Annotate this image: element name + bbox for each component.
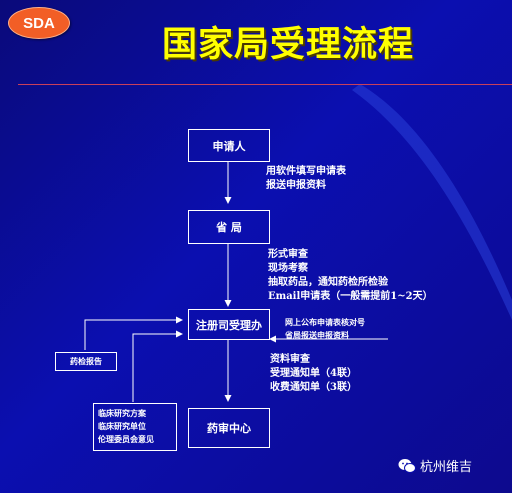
page-title: 国家局受理流程 (162, 25, 415, 65)
arrow-clinical-to-registration (132, 330, 183, 402)
box-drug-test-report-label: 药检报告 (70, 356, 102, 366)
clinical-docs-list: 临床研究方案 临床研究单位 伦理委员会意见 (98, 407, 154, 446)
box-drug-test-report: 药检报告 (55, 352, 117, 371)
clinical-line-2: 临床研究单位 (98, 421, 146, 431)
note-step1: 用软件填写申请表 报送申报资料 (266, 165, 346, 193)
watermark-text: 杭州维吉 (420, 460, 473, 475)
watermark: 杭州维吉 (398, 456, 472, 475)
title-divider (18, 84, 512, 85)
sda-logo: SDA (8, 7, 70, 39)
note-step1-line-1: 用软件填写申请表 (266, 166, 346, 177)
note-step2-line-1: 形式审查 (268, 249, 308, 260)
clinical-line-1: 临床研究方案 (98, 408, 146, 418)
note-step3-line-1: 资料审查 (270, 354, 310, 365)
box-provincial: 省 局 (188, 210, 270, 244)
note-step1-line-2: 报送申报资料 (266, 180, 326, 191)
note-online-line-1: 网上公布申请表核对号 (285, 317, 365, 327)
note-step3: 资料审查 受理通知单（4联） 收费通知单（3联） (270, 353, 357, 395)
box-provincial-label: 省 局 (216, 221, 242, 234)
arrow-report-to-registration (84, 316, 183, 350)
box-registration-label: 注册司受理办 (196, 318, 262, 332)
note-online-line-2: 省局报送申报资料 (285, 330, 349, 340)
logo-text: SDA (23, 14, 55, 32)
box-review-center-label: 药审中心 (207, 422, 251, 435)
box-registration: 注册司受理办 (188, 309, 270, 340)
box-clinical-docs: 临床研究方案 临床研究单位 伦理委员会意见 (93, 403, 177, 451)
box-review-center: 药审中心 (188, 408, 270, 448)
note-step3-line-2: 受理通知单（4联） (270, 368, 357, 379)
note-step3-line-3: 收费通知单（3联） (270, 382, 357, 393)
box-applicant: 申请人 (188, 129, 270, 162)
note-step2-line-2: 现场考察 (268, 263, 308, 274)
note-step2-line-3: 抽取药品，通知药检所检验 (268, 277, 388, 288)
clinical-line-3: 伦理委员会意见 (98, 434, 154, 444)
note-step2-line-4: Email申请表（一般需提前1~2天） (268, 291, 433, 302)
note-online: 网上公布申请表核对号 省局报送申报资料 (285, 316, 365, 342)
wechat-icon (398, 458, 416, 473)
note-step2: 形式审查 现场考察 抽取药品，通知药检所检验 Email申请表（一般需提前1~2… (268, 248, 433, 304)
box-applicant-label: 申请人 (212, 139, 246, 153)
